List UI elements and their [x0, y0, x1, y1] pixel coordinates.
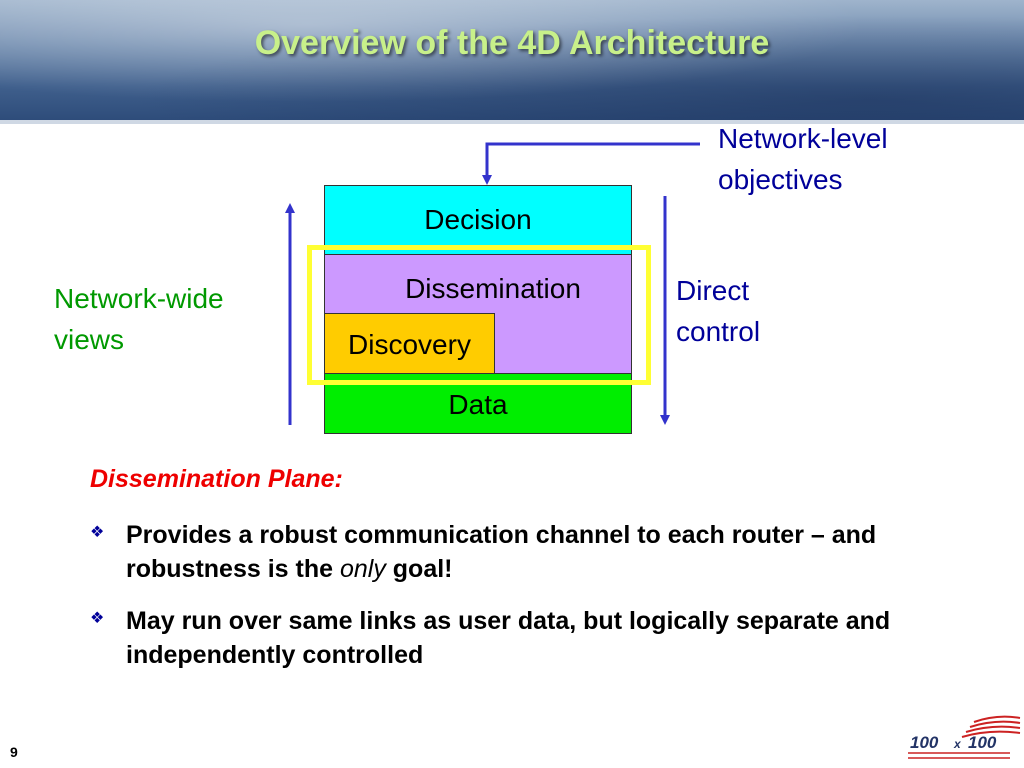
discovery-plane: Discovery	[324, 313, 495, 374]
slide-title: Overview of the 4D Architecture	[254, 24, 770, 62]
logo-mid-text: x	[953, 737, 962, 751]
page-number: 9	[10, 744, 18, 760]
bullet-text: Provides a robust communication channel …	[126, 521, 877, 583]
network-wide-label: Network-wide views	[54, 283, 224, 355]
network-level-label: Network-level objectives	[718, 123, 888, 195]
highlight-frame	[307, 245, 651, 385]
title-banner: Overview of the 4D Architecture	[0, 0, 1024, 124]
logo-left-text: 100	[910, 733, 939, 752]
section-heading: Dissemination Plane:	[90, 465, 343, 493]
bullet-text: May run over same links as user data, bu…	[126, 607, 891, 669]
diamond-bullet-icon: ❖	[90, 524, 105, 541]
logo: 100 x 100	[908, 715, 1021, 759]
logo-lines	[908, 752, 1010, 759]
direct-control-label: Direct control	[676, 275, 761, 347]
logo-stripes	[961, 715, 1021, 738]
objectives-arrow	[482, 142, 700, 185]
diamond-bullet-icon: ❖	[90, 610, 105, 627]
logo-right-text: 100	[968, 733, 997, 752]
decision-plane: Decision	[324, 185, 632, 255]
